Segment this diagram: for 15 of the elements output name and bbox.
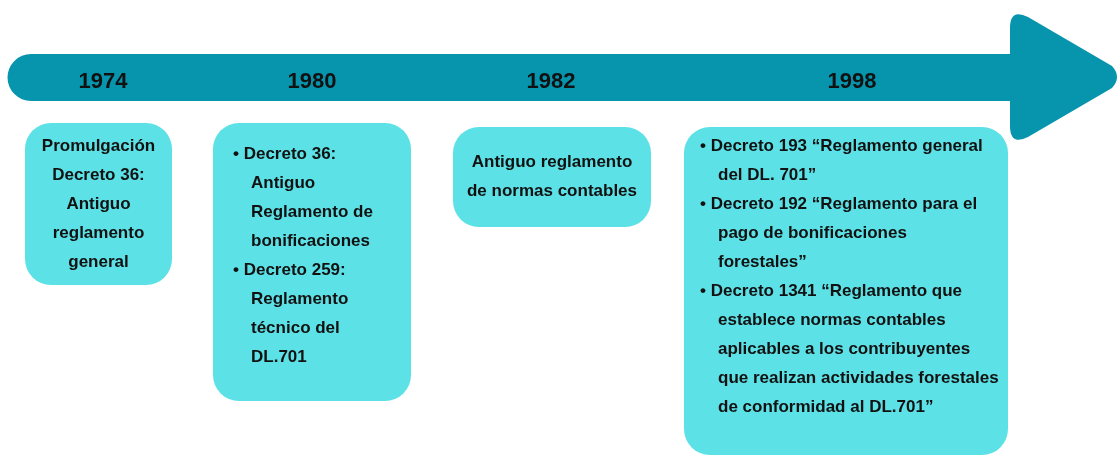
bullet-item: • Decreto 36: Antiguo Reglamento de bonificaciones xyxy=(233,143,374,252)
event-card xyxy=(213,123,411,401)
bullet-item: • Decreto 193 “Reglamento general del DL. 701” xyxy=(700,135,984,186)
bullet-item: • Decreto 1341 “Reglamento que establece normas contables aplicables a los contribuyentes que realizan actividades forestales de conformidad al DL.701” xyxy=(700,280,1000,418)
event-card xyxy=(453,127,651,227)
event-text: Promulgación Decreto 36: Antiguo reglamento general xyxy=(40,135,157,273)
bullet-item: • Decreto 192 “Reglamento para el pago de bonificaciones forestales” xyxy=(700,193,979,273)
event-card xyxy=(684,127,1008,455)
year-label: 1980 xyxy=(287,67,337,95)
event-card xyxy=(25,123,172,285)
year-label: 1998 xyxy=(827,67,877,95)
year-label: 1982 xyxy=(526,67,576,95)
event-text: Antiguo reglamento de normas contables xyxy=(465,151,639,202)
year-label: 1974 xyxy=(78,67,128,95)
bullet-item: • Decreto 259: Reglamento técnico del DL.701 xyxy=(233,259,350,368)
